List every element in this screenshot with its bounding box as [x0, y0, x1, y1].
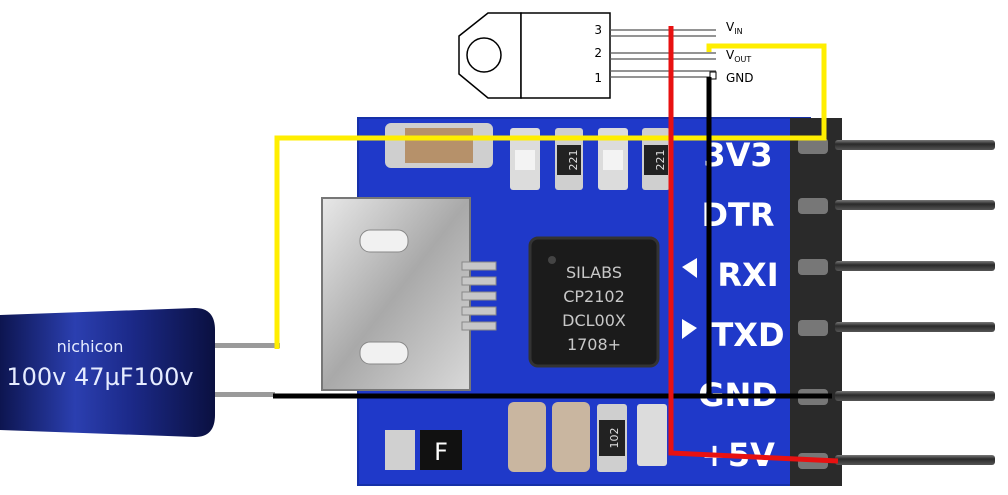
header-pin-4	[835, 322, 995, 332]
chip-line-4: 1708+	[567, 335, 621, 354]
pin-label-txd: TXD	[711, 316, 784, 354]
header-pin-1	[835, 140, 995, 150]
smd-capacitor-bottom-2	[552, 402, 590, 472]
label-gnd: GND	[726, 71, 754, 85]
led-bottom	[637, 404, 667, 466]
capacitor-value: 100v 47µF100v	[6, 363, 193, 391]
capacitor-lead-positive	[205, 343, 280, 348]
usb-serial-board: 221 221 SILABS CP2102 DCL00X 1708+ 102	[321, 117, 811, 486]
pin-number-3: 3	[594, 23, 602, 37]
regulator-mount-hole	[466, 37, 502, 73]
header-pin-5	[835, 391, 995, 401]
resistor-top-2-label: 221	[654, 150, 667, 171]
jumper-label: F	[434, 438, 448, 466]
wire-black	[273, 77, 832, 399]
resistor-bottom-label: 102	[608, 428, 621, 449]
cp2102-chip	[528, 236, 660, 368]
pin-label-3v3: 3V3	[703, 136, 772, 174]
electrolytic-capacitor: nichicon 100v 47µF100v	[0, 308, 280, 437]
header-pin-3	[835, 261, 995, 271]
regulator-gnd-pad	[709, 71, 717, 80]
usb-pins	[461, 261, 497, 331]
chip-line-2: CP2102	[563, 287, 625, 306]
pin-number-2: 2	[594, 46, 602, 60]
txd-arrow-icon	[682, 319, 697, 339]
header-pin-2	[835, 200, 995, 210]
capacitor-brand: nichicon	[57, 337, 124, 356]
regulator-diagram: 3 2 1 VIN VOUT GND	[458, 12, 754, 99]
capacitor-lead-negative	[205, 392, 275, 397]
wire-yellow	[274, 43, 827, 349]
pin-label-rxi: RXI	[717, 256, 778, 294]
resistor-top-1-label: 221	[567, 150, 580, 171]
wires	[273, 26, 839, 464]
pin-label-dtr: DTR	[701, 196, 774, 234]
capacitor-body	[0, 308, 215, 437]
header-pins	[790, 118, 995, 486]
smd-capacitor-bottom-1	[508, 402, 546, 472]
jumper-pad	[385, 430, 415, 470]
chip-line-3: DCL00X	[562, 311, 626, 330]
label-vin: VIN	[726, 20, 743, 36]
regulator-body	[520, 12, 611, 99]
wire-red	[668, 26, 839, 464]
chip-line-1: SILABS	[566, 263, 622, 282]
header-pin-6	[835, 455, 995, 465]
pin-number-1: 1	[594, 71, 602, 85]
label-vout: VOUT	[726, 48, 751, 64]
rxi-arrow-icon	[682, 258, 697, 278]
